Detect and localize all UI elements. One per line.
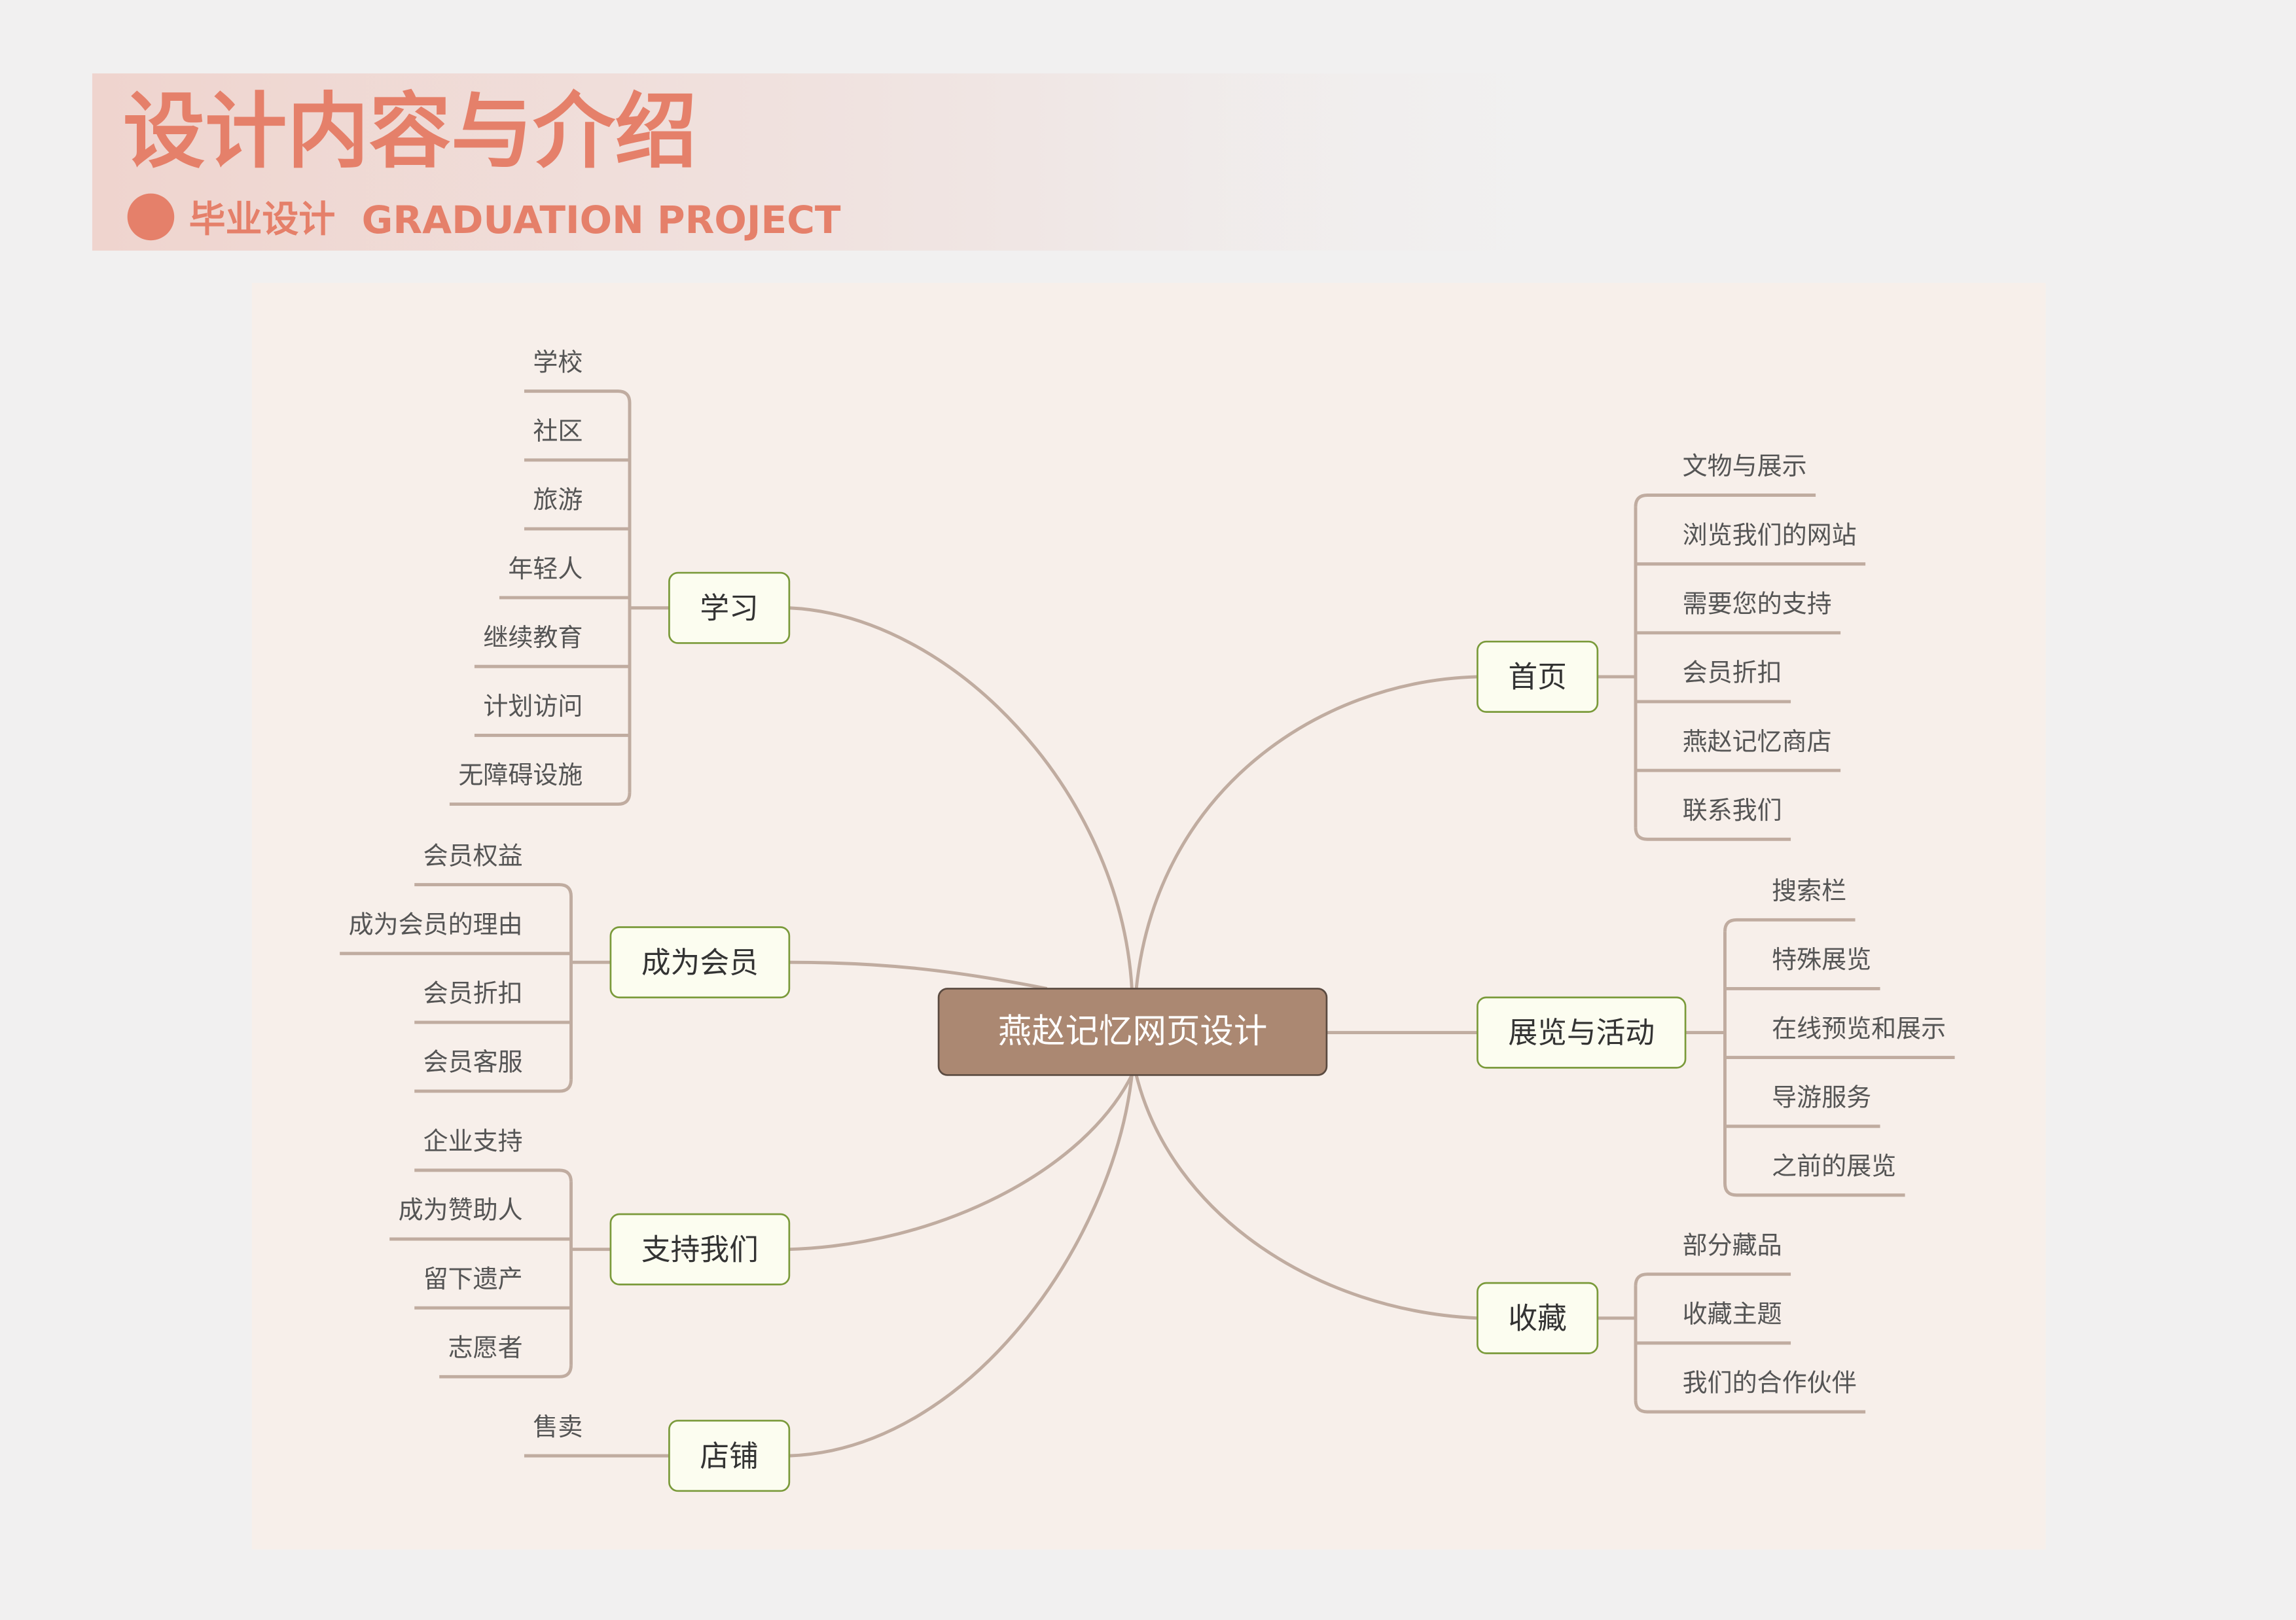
branch-topic-label: 支持我们 [641,1232,759,1267]
subtopic-label[interactable]: 特殊展览 [1772,945,1871,974]
subtopic-label[interactable]: 年轻人 [508,554,583,583]
subtopic-label[interactable]: 之前的展览 [1772,1152,1896,1181]
subtopic-label[interactable]: 文物与展示 [1683,452,1807,480]
subtopic-underline [1634,1399,1866,1414]
central-topic-label: 燕赵记忆网页设计 [998,1012,1268,1051]
subtopic-label[interactable]: 浏览我们的网站 [1683,520,1857,549]
branch-connector [789,960,1048,990]
page-title: 设计内容与介绍 [123,84,697,179]
branch-topic-label: 首页 [1508,660,1566,694]
subtopic-label[interactable]: 成为会员的理由 [349,910,523,939]
branch-topic[interactable] [668,571,791,644]
branch-connector [789,606,1134,989]
subtopic-label[interactable]: 部分藏品 [1683,1231,1782,1259]
branch-topic[interactable] [609,1213,791,1286]
subtopic-underline [414,883,573,897]
subtopic-label[interactable]: 在线预览和展示 [1772,1014,1946,1043]
branch-connector [1134,1074,1478,1320]
bullet-dot-icon [127,193,175,241]
subtopic-underline [1634,1272,1791,1286]
subtopic-label[interactable]: 会员折扣 [423,979,523,1008]
subtopic-label[interactable]: 需要您的支持 [1683,589,1832,618]
branch-connector [789,1074,1134,1251]
subtopic-label[interactable]: 旅游 [533,486,583,514]
subtopic-label[interactable]: 志愿者 [448,1333,523,1362]
subtopic-underline [1723,918,1856,932]
subtopic-label[interactable]: 学校 [533,348,583,376]
subtopic-label[interactable]: 会员权益 [423,841,523,870]
branch-topic-label: 收藏 [1508,1301,1566,1335]
subtopic-underline [1634,827,1791,841]
subtopic-label[interactable]: 企业支持 [423,1127,523,1156]
subtopic-underline [439,1365,573,1378]
subtopic-label[interactable]: 会员折扣 [1683,658,1782,687]
subtitle-en: GRADUATION PROJECT [362,198,841,242]
branch-topic-label: 展览与活动 [1508,1015,1655,1050]
subtitle-cn: 毕业设计 [189,198,336,241]
subtopic-label[interactable]: 社区 [533,416,583,445]
branch-topic-label: 店铺 [700,1439,758,1473]
branch-topic[interactable] [1477,996,1687,1069]
subtopic-label[interactable]: 会员客服 [423,1048,523,1077]
subtopic-label[interactable]: 燕赵记忆商店 [1683,727,1832,756]
subtopic-label[interactable]: 成为赞助人 [399,1196,523,1225]
branch-topic-label: 学习 [700,590,758,625]
branch-topic-label: 成为会员 [641,945,759,980]
subtopic-label[interactable]: 继续教育 [483,623,583,652]
branch-connector [1134,675,1478,989]
branch-topic[interactable] [1477,640,1599,713]
subtopic-underline [1634,494,1816,507]
subtopic-underline [414,1168,573,1182]
subtopic-label[interactable]: 计划访问 [483,692,583,721]
subtopic-underline [524,389,632,403]
subtopic-label[interactable]: 搜索栏 [1772,876,1846,905]
subtopic-underline [449,792,632,806]
subtopic-label[interactable]: 收藏主题 [1683,1300,1782,1329]
branch-connector [789,1075,1134,1458]
subtopic-label[interactable]: 我们的合作伙伴 [1683,1369,1857,1397]
subtopic-label[interactable]: 联系我们 [1683,796,1782,825]
central-topic[interactable] [937,988,1328,1076]
header-band [92,73,1645,251]
subtopic-underline [1723,1183,1905,1197]
subtopic-label[interactable]: 售卖 [533,1413,583,1441]
subtopic-label[interactable]: 导游服务 [1772,1083,1871,1111]
subtopic-label[interactable]: 留下遗产 [423,1265,523,1293]
subtopic-underline [414,1079,573,1093]
branch-topic[interactable] [1477,1282,1599,1354]
branch-topic[interactable] [609,926,791,999]
branch-topic[interactable] [668,1420,791,1492]
subtopic-label[interactable]: 无障碍设施 [458,761,583,789]
